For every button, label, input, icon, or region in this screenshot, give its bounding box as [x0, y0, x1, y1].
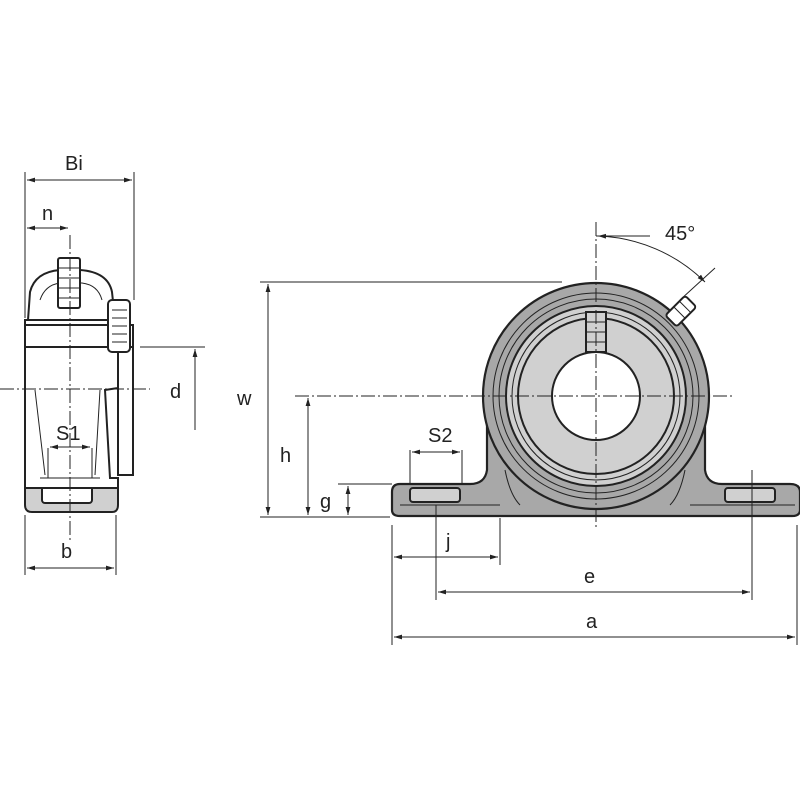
- grease-fitting: [665, 295, 697, 327]
- label-angle: 45°: [665, 223, 695, 245]
- label-d: d: [170, 381, 181, 403]
- label-Bi: Bi: [65, 153, 83, 175]
- label-b: b: [61, 541, 72, 563]
- label-j: j: [445, 531, 450, 553]
- label-a: a: [586, 611, 598, 633]
- side-view-dimensions: Bi n d S1 b: [24, 153, 205, 575]
- label-n: n: [42, 203, 53, 225]
- side-inner-ring: [117, 346, 134, 476]
- label-h: h: [280, 445, 291, 467]
- front-view-dimensions: 45° w h g S2 j e a: [236, 223, 798, 645]
- front-view: [295, 222, 800, 530]
- label-w: w: [236, 388, 252, 410]
- left-foot-bolt: [409, 487, 461, 503]
- label-e: e: [584, 566, 595, 588]
- side-view: [0, 235, 150, 540]
- label-g: g: [320, 491, 331, 513]
- label-S2: S2: [428, 425, 452, 447]
- right-foot-bolt: [724, 487, 776, 503]
- label-S1: S1: [56, 423, 80, 445]
- side-set-screw: [57, 257, 81, 309]
